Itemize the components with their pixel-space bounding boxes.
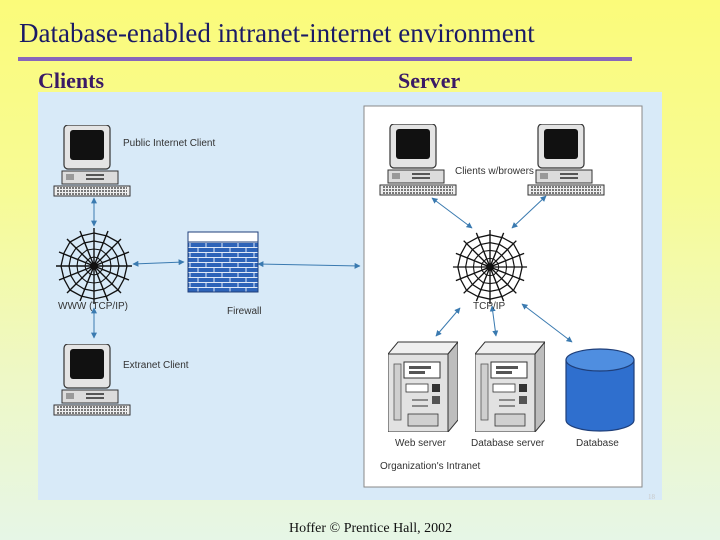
extranet-client-computer-icon (53, 344, 131, 416)
database-icon (565, 348, 635, 432)
server-heading: Server (398, 68, 461, 93)
database-server-icon (475, 341, 545, 432)
public-client-computer-icon (53, 125, 131, 197)
tcpip-network-icon (452, 229, 528, 305)
web-server-label: Web server (395, 438, 447, 449)
slide-title: Database-enabled intranet-internet envir… (19, 18, 535, 48)
database-label: Database (576, 438, 619, 449)
tcpip-label: TCP/IP (473, 301, 506, 312)
firewall-cap (187, 231, 259, 243)
extranet-client-label: Extranet Client (123, 360, 189, 371)
diagram-panel: Public Internet Client WWW (TCP/IP) Fire… (38, 92, 662, 500)
clients-heading: Clients (38, 68, 104, 93)
network-diagram: Public Internet Client WWW (TCP/IP) Fire… (53, 105, 643, 488)
footer-credit: Hoffer © Prentice Hall, 2002 (289, 521, 453, 536)
slide-number: 18 (648, 493, 655, 501)
firewall-label: Firewall (227, 306, 261, 317)
title-underline (18, 57, 632, 61)
www-label: WWW (TCP/IP) (58, 301, 128, 312)
public-client-label: Public Internet Client (123, 138, 215, 149)
firewall-icon (187, 241, 259, 293)
clients-browsers-label: Clients w/browers (455, 166, 534, 177)
intranet-label: Organization's Intranet (380, 461, 481, 472)
web-server-icon (388, 341, 458, 432)
database-server-label: Database server (471, 438, 545, 449)
www-network-icon (55, 227, 133, 305)
connection-arrows (91, 195, 573, 343)
